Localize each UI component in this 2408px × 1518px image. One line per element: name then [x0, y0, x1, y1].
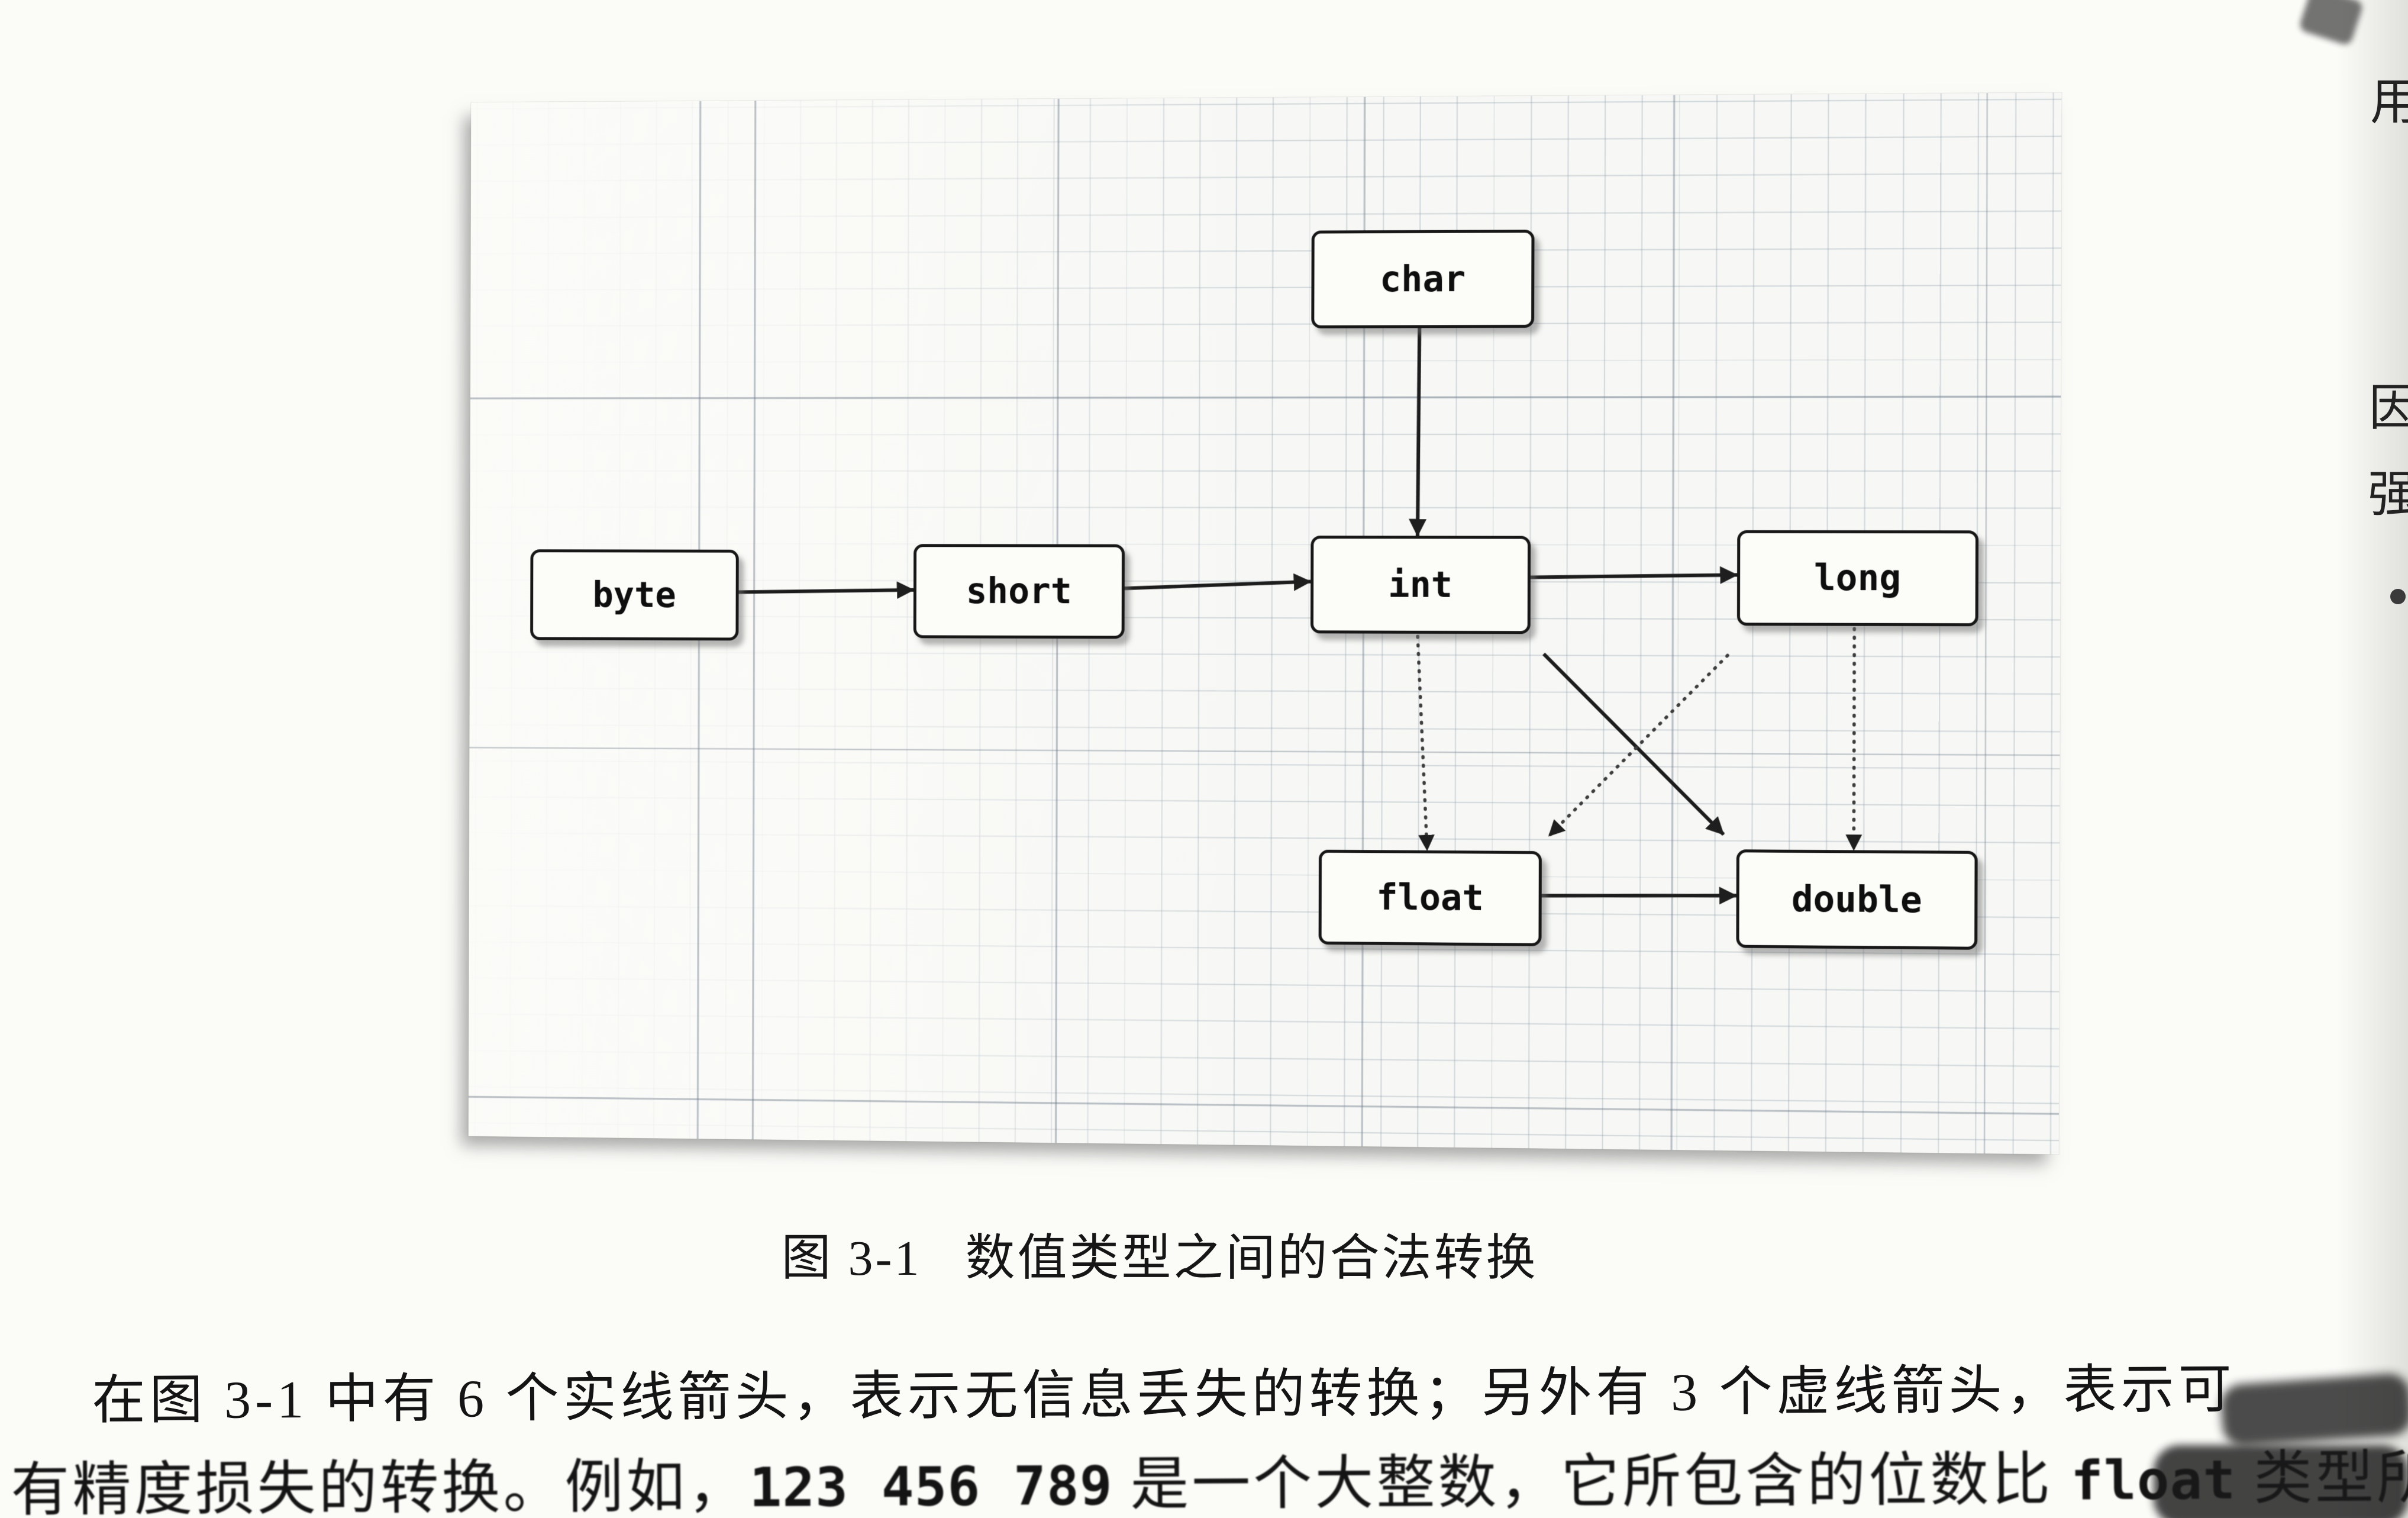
margin-dot	[2390, 589, 2406, 604]
paragraph-line2-mid: 是一个大整数，它所包含的位数比	[1112, 1448, 2071, 1517]
ink-smudge-2	[2154, 1445, 2408, 1518]
margin-text-3: 强	[2368, 468, 2408, 523]
page-edge-shade	[2337, 0, 2408, 1518]
margin-text-1: 用	[2370, 75, 2408, 130]
paragraph-line-1: 在图 3-1 中有 6 个实线箭头，表示无信息丢失的转换；另外有 3 个虚线箭头…	[92, 1360, 2236, 1430]
figure-caption-label: 图 3-1	[781, 1231, 922, 1286]
big-integer-value: 123 456 789	[749, 1454, 1113, 1518]
paragraph-line2-prefix: 有精度损失的转换。例如，	[11, 1455, 750, 1518]
ink-smudge-1	[2219, 1372, 2408, 1448]
margin-text-2: 因	[2369, 381, 2408, 436]
figure-caption-title: 数值类型之间的合法转换	[965, 1231, 1538, 1286]
figure-caption: 图 3-1 数值类型之间的合法转换	[0, 1218, 2319, 1290]
paragraph-line-2: 有精度损失的转换。例如，123 456 789 是一个大整数，它所包含的位数比 …	[11, 1429, 2408, 1518]
